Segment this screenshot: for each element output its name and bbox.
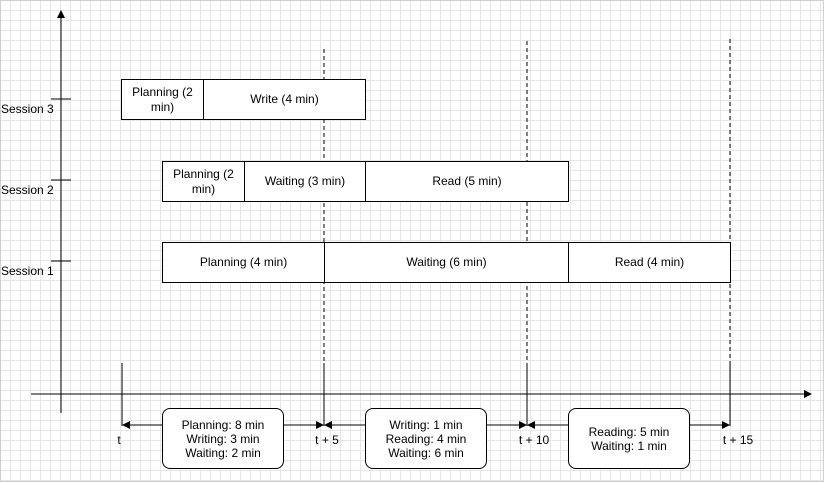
session1-planning-box: Planning (4 min) bbox=[162, 242, 325, 283]
x-tick-label-t15: t + 15 bbox=[722, 433, 754, 447]
summary-3-line-1: Reading: 5 min bbox=[588, 424, 670, 439]
session2-planning-box: Planning (2 min) bbox=[162, 161, 245, 202]
session-2-label: Session 2 bbox=[1, 183, 54, 197]
summary-2-line-1: Writing: 1 min bbox=[389, 417, 463, 432]
x-tick-label-t10: t + 10 bbox=[518, 433, 550, 447]
summary-2-line-2: Reading: 4 min bbox=[385, 431, 467, 446]
session3-write-box: Write (4 min) bbox=[203, 79, 366, 120]
summary-1-line-3: Waiting: 2 min bbox=[185, 445, 261, 460]
x-tick-label-t5: t + 5 bbox=[315, 433, 339, 447]
session3-planning-box: Planning (2 min) bbox=[121, 79, 204, 120]
summary-box-interval-2: Writing: 1 min Reading: 4 min Waiting: 6… bbox=[365, 408, 487, 469]
summary-box-interval-1: Planning: 8 min Writing: 3 min Waiting: … bbox=[162, 408, 284, 469]
session1-waiting-box: Waiting (6 min) bbox=[324, 242, 569, 283]
session-1-label: Session 1 bbox=[1, 264, 54, 278]
session1-read-box: Read (4 min) bbox=[568, 242, 731, 283]
x-tick-label-t: t bbox=[117, 433, 121, 447]
summary-1-line-1: Planning: 8 min bbox=[181, 417, 265, 432]
summary-3-line-2: Waiting: 1 min bbox=[591, 438, 667, 453]
summary-box-interval-3: Reading: 5 min Waiting: 1 min bbox=[568, 408, 690, 469]
session2-waiting-box: Waiting (3 min) bbox=[244, 161, 366, 202]
summary-2-line-3: Waiting: 6 min bbox=[388, 445, 464, 460]
summary-1-line-2: Writing: 3 min bbox=[186, 431, 260, 446]
session-3-label: Session 3 bbox=[1, 102, 54, 116]
session2-read-box: Read (5 min) bbox=[365, 161, 569, 202]
